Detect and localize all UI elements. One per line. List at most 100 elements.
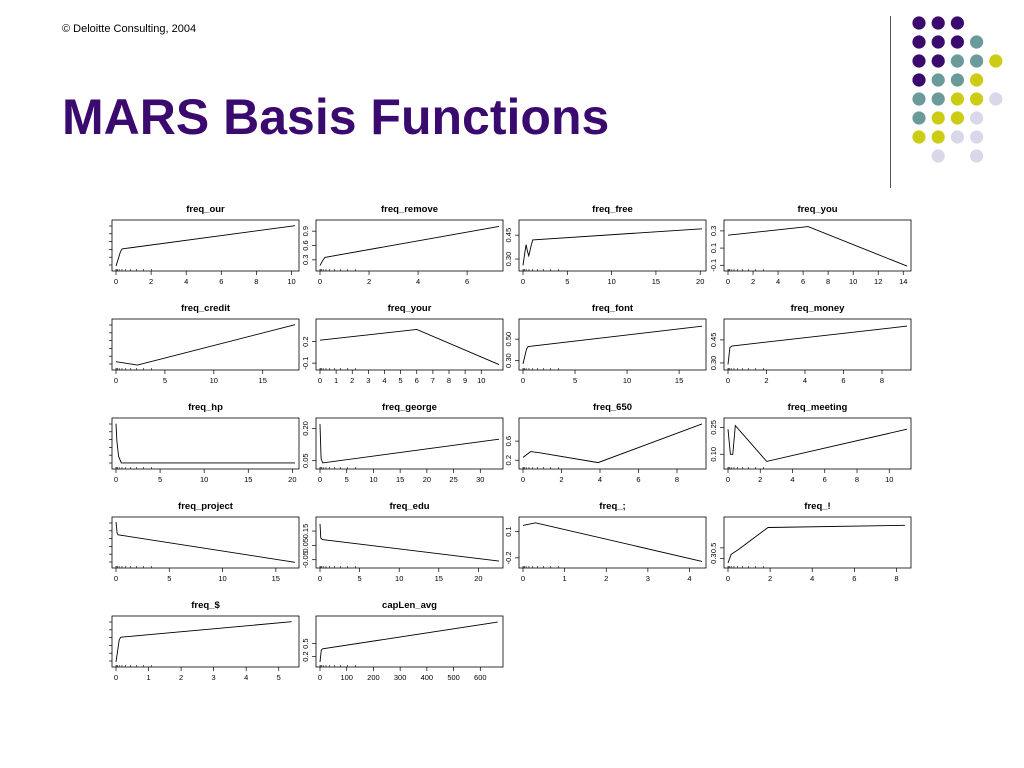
basis-function-line — [319, 523, 500, 562]
chart-title: freq_you — [797, 204, 837, 215]
x-tick-label: 1 — [334, 376, 338, 385]
y-tick-label: 0.10 — [709, 447, 718, 462]
x-tick-label: 20 — [288, 475, 296, 484]
x-tick-label: 10 — [369, 475, 377, 484]
y-tick-label: 0.2 — [301, 651, 310, 661]
x-tick-label: 3 — [366, 376, 370, 385]
y-tick-label: 0.3 — [301, 255, 310, 265]
chart-title: freq_edu — [389, 501, 429, 512]
x-tick-label: 20 — [474, 574, 482, 583]
plot-frame — [315, 219, 504, 272]
x-tick-label: 0 — [318, 673, 322, 682]
basis-function-line — [727, 226, 908, 267]
plot-frame — [518, 318, 707, 371]
x-tick-label: 6 — [841, 376, 845, 385]
x-tick-label: 8 — [254, 277, 258, 286]
x-tick-label: 0 — [318, 475, 322, 484]
x-tick-label: 0 — [114, 574, 118, 583]
x-tick-label: 6 — [852, 574, 856, 583]
decor-dot — [970, 54, 984, 68]
x-tick-label: 15 — [259, 376, 267, 385]
x-tick-label: 5 — [345, 475, 349, 484]
decor-dot — [950, 35, 965, 49]
x-tick-label: 0 — [726, 277, 730, 286]
basis-function-line — [319, 621, 498, 663]
decor-dot — [950, 92, 965, 106]
plot-frame — [111, 219, 300, 272]
y-tick-label: 0.50 — [504, 332, 513, 347]
y-tick-label: 0.5 — [301, 638, 310, 648]
y-tick-label: 0.3 — [709, 226, 718, 236]
plot-frame — [723, 219, 912, 272]
y-tick-label: 0.6 — [504, 436, 513, 446]
chart-title: freq_free — [592, 204, 633, 215]
y-tick-label: 0.45 — [709, 333, 718, 348]
x-tick-label: 0 — [114, 376, 118, 385]
x-tick-label: 30 — [476, 475, 484, 484]
x-tick-label: 2 — [751, 277, 755, 286]
x-tick-label: 9 — [463, 376, 467, 385]
x-tick-label: 0 — [114, 475, 118, 484]
decor-dot — [950, 130, 965, 144]
x-tick-label: 0 — [114, 277, 118, 286]
basis-function-line — [522, 228, 703, 266]
plot-frame — [315, 318, 504, 371]
x-tick-label: 100 — [340, 673, 353, 682]
x-tick-label: 8 — [675, 475, 679, 484]
plot-frame — [111, 318, 300, 371]
x-tick-label: 7 — [431, 376, 435, 385]
decor-dot — [989, 54, 1003, 68]
slide-title: MARS Basis Functions — [62, 89, 610, 145]
chart-title: freq_$ — [191, 600, 220, 611]
x-tick-label: 4 — [790, 475, 794, 484]
y-tick-label: -0.1 — [301, 357, 310, 370]
basis-function-line — [522, 325, 703, 365]
x-tick-label: 500 — [447, 673, 460, 682]
basis-function-line — [522, 522, 703, 562]
x-tick-label: 0 — [318, 574, 322, 583]
chart-title: freq_! — [804, 501, 830, 512]
plot-frame — [518, 219, 707, 272]
x-tick-label: 10 — [477, 376, 485, 385]
basis-function-line — [115, 324, 296, 366]
chart-title: freq_; — [599, 501, 625, 512]
y-tick-label: 0.45 — [504, 228, 513, 243]
x-tick-label: 10 — [849, 277, 857, 286]
x-tick-label: 0 — [521, 475, 525, 484]
y-tick-label: 0.25 — [709, 420, 718, 435]
decor-dot — [950, 54, 965, 68]
x-tick-label: 5 — [358, 574, 362, 583]
x-tick-label: 200 — [367, 673, 380, 682]
x-tick-label: 4 — [803, 376, 807, 385]
x-tick-label: 0 — [521, 376, 525, 385]
chart-title: freq_font — [592, 303, 634, 314]
x-tick-label: 6 — [801, 277, 805, 286]
decor-dot — [950, 16, 965, 30]
basis-function-line — [727, 325, 908, 365]
x-tick-label: 8 — [894, 574, 898, 583]
y-tick-label: 0.30 — [504, 252, 513, 267]
basis-function-line — [115, 521, 296, 563]
y-tick-label: -0.1 — [709, 259, 718, 272]
decor-dot — [931, 149, 945, 163]
x-tick-label: 14 — [899, 277, 907, 286]
x-tick-label: 10 — [623, 376, 631, 385]
x-tick-label: 4 — [810, 574, 814, 583]
x-tick-label: 8 — [447, 376, 451, 385]
chart-title: freq_project — [178, 501, 234, 512]
x-tick-label: 10 — [210, 376, 218, 385]
decor-dot — [912, 54, 926, 68]
x-tick-label: 400 — [421, 673, 434, 682]
x-tick-label: 3 — [212, 673, 216, 682]
x-tick-label: 2 — [559, 475, 563, 484]
plot-frame — [111, 516, 300, 569]
decor-dot — [989, 92, 1003, 106]
